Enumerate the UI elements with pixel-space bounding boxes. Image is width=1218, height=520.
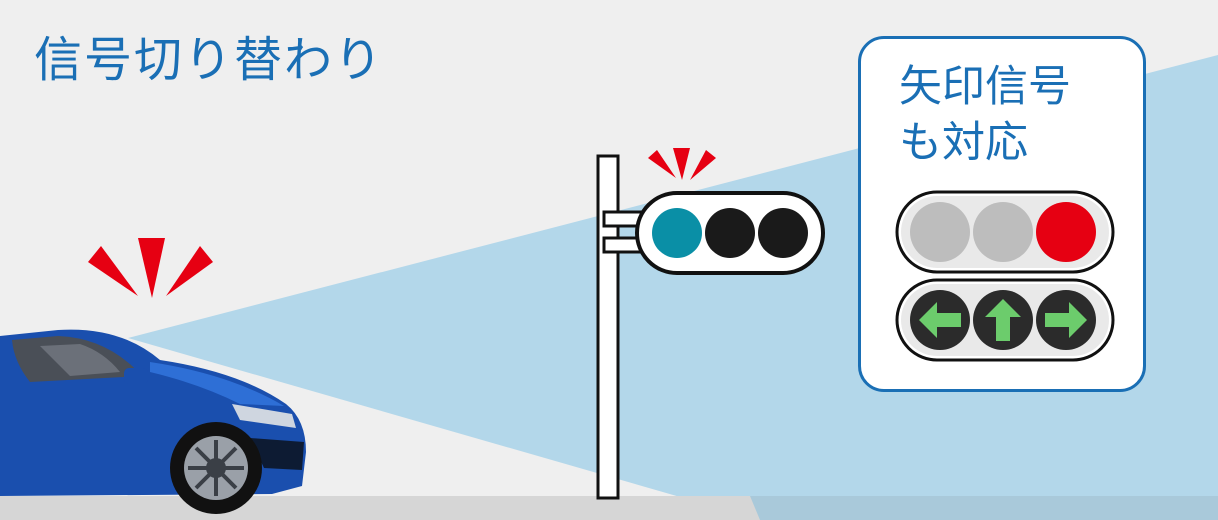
car-window-glare — [40, 344, 120, 376]
top-lamp-2 — [973, 202, 1033, 262]
top-lamp-red — [1036, 202, 1096, 262]
right-arrow-icon — [1036, 290, 1096, 350]
top-lamp-1 — [910, 202, 970, 262]
car — [0, 329, 306, 514]
road-view-overlap — [750, 496, 1218, 520]
card-title-line1: 矢印信号 — [899, 62, 1071, 112]
up-arrow-icon — [973, 290, 1033, 350]
car-headlight — [232, 404, 296, 428]
car-wheel-spokes — [188, 440, 244, 496]
card-title-line2: も対応 — [899, 118, 1028, 168]
signal-lamp-green — [652, 208, 702, 258]
car-hood-highlight — [150, 362, 284, 406]
card-title: 矢印信号 も対応 — [899, 59, 1071, 171]
car-alert-burst-icon — [88, 238, 213, 298]
signal-pole — [596, 154, 620, 500]
signal-lamp-red — [758, 208, 808, 258]
car-mirror — [124, 368, 148, 384]
signal-alert-burst-icon — [648, 148, 716, 180]
left-arrow-icon — [910, 290, 970, 350]
page-title: 信号切り替わり — [34, 32, 385, 88]
signal-lamp-yellow — [705, 208, 755, 258]
car-grille — [250, 438, 304, 470]
traffic-signal — [596, 154, 825, 500]
arrow-signal-graphic — [895, 190, 1115, 362]
arrow-signal-card: 矢印信号 も対応 — [858, 36, 1146, 392]
